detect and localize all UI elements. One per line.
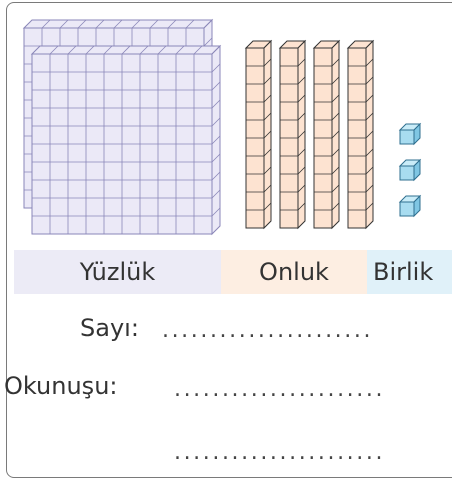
ones-label: Birlik <box>367 250 452 294</box>
reading-label: Okunuşu: <box>4 372 117 400</box>
one-cube-1 <box>400 124 420 144</box>
ten-rod-2 <box>280 41 305 228</box>
ten-rod-1 <box>246 41 271 228</box>
number-label: Sayı: <box>80 314 139 342</box>
ten-rod-4 <box>348 41 373 228</box>
one-cube-2 <box>400 160 420 180</box>
tens-label: Onluk <box>221 250 367 294</box>
hundreds-label: Yüzlük <box>14 250 221 294</box>
reading-blank-second-line[interactable]: ...................... <box>174 440 446 465</box>
reading-blank[interactable]: ...................... <box>174 377 446 402</box>
number-blank[interactable]: ...................... <box>162 318 390 343</box>
one-cube-3 <box>400 196 420 216</box>
place-value-labels: Yüzlük Onluk Birlik <box>14 250 452 294</box>
ten-rod-3 <box>314 41 339 228</box>
hundred-flat-front <box>32 46 220 234</box>
base-ten-blocks <box>0 0 452 250</box>
